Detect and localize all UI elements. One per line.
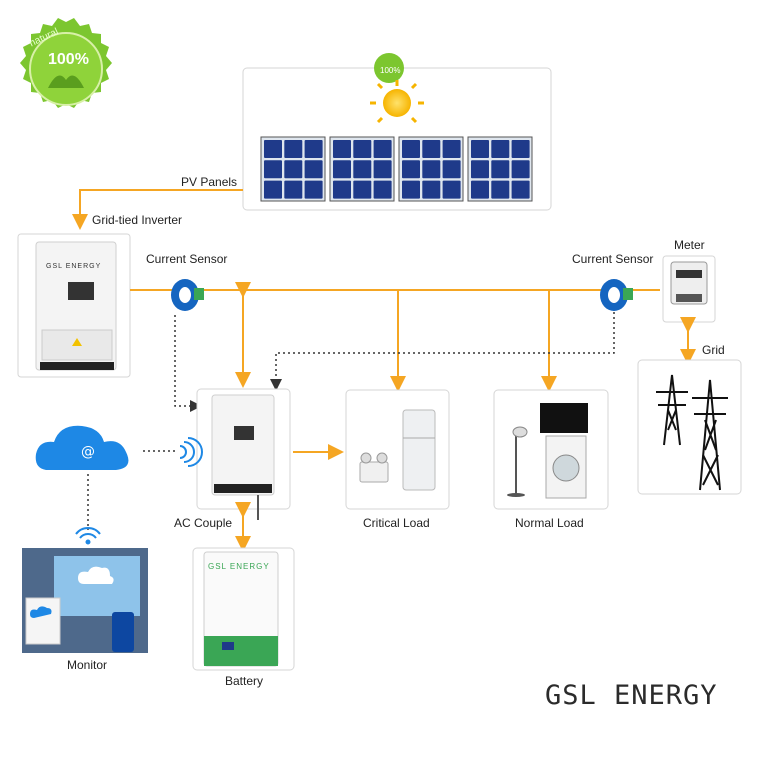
current-sensor-right-icon xyxy=(600,279,633,311)
watermark: GSL ENERGY xyxy=(545,680,718,711)
at-sign: @ xyxy=(81,444,95,460)
ac-couple-label: AC Couple xyxy=(174,516,233,530)
inverter-brand-text: GSL ENERGY xyxy=(46,263,102,270)
cloud-icon: @ xyxy=(35,425,129,470)
tv-icon xyxy=(540,403,588,433)
power-tower-icon xyxy=(656,374,728,491)
critical-load-label: Critical Load xyxy=(363,516,430,530)
meter-box xyxy=(662,255,716,323)
svg-text:100%: 100% xyxy=(48,51,89,68)
current-sensor-left-icon xyxy=(171,279,204,311)
natural-badge-icon: natural 100% xyxy=(20,18,112,108)
grid-tied-inverter-label: Grid-tied Inverter xyxy=(92,213,183,227)
wifi-top-icon xyxy=(75,527,101,545)
pv-panels-label: PV Panels xyxy=(181,175,238,189)
current-sensor-right-label: Current Sensor xyxy=(572,252,654,266)
battery-box xyxy=(192,547,295,671)
svg-text:100%: 100% xyxy=(380,66,400,75)
grid-label: Grid xyxy=(702,343,725,357)
current-sensor-left-label: Current Sensor xyxy=(146,252,228,266)
small-badge-icon xyxy=(374,53,404,83)
monitor-image xyxy=(22,548,148,653)
battery-brand-text: GSL ENERGY xyxy=(208,562,270,571)
critical-load-box xyxy=(345,389,450,510)
battery-label: Battery xyxy=(225,674,264,688)
solar-panels-icon xyxy=(260,136,533,202)
ac-couple-box xyxy=(196,388,291,520)
grid-towers-box xyxy=(637,359,742,495)
grid-tied-inverter-box xyxy=(17,233,131,378)
normal-load-label: Normal Load xyxy=(515,516,584,530)
meter-label: Meter xyxy=(674,238,705,252)
normal-load-box xyxy=(493,389,609,510)
monitor-label: Monitor xyxy=(67,658,108,672)
sun-icon xyxy=(370,80,424,124)
pv-panels-box: 100% xyxy=(242,53,552,211)
wifi-icon xyxy=(179,437,203,467)
emergency-light-icon xyxy=(359,461,389,483)
